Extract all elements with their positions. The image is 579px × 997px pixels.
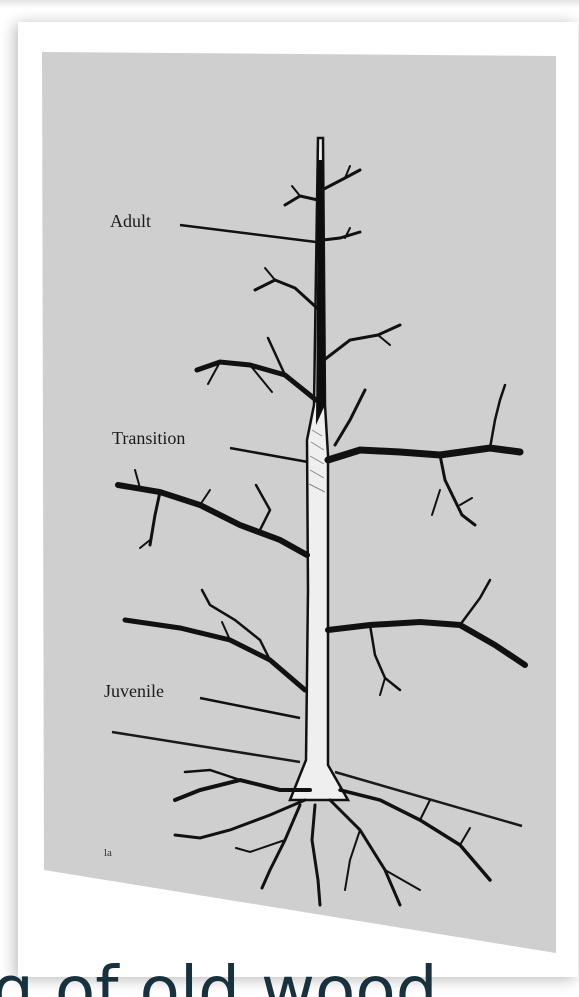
label-adult: Adult <box>110 211 151 231</box>
diagram-panel <box>42 52 556 953</box>
slide-caption: g of old wood <box>0 958 579 997</box>
corner-mark: la <box>104 847 112 859</box>
caption-text: g of old wood <box>0 958 438 997</box>
label-juvenile: Juvenile <box>104 681 164 701</box>
label-transition: Transition <box>112 428 185 448</box>
